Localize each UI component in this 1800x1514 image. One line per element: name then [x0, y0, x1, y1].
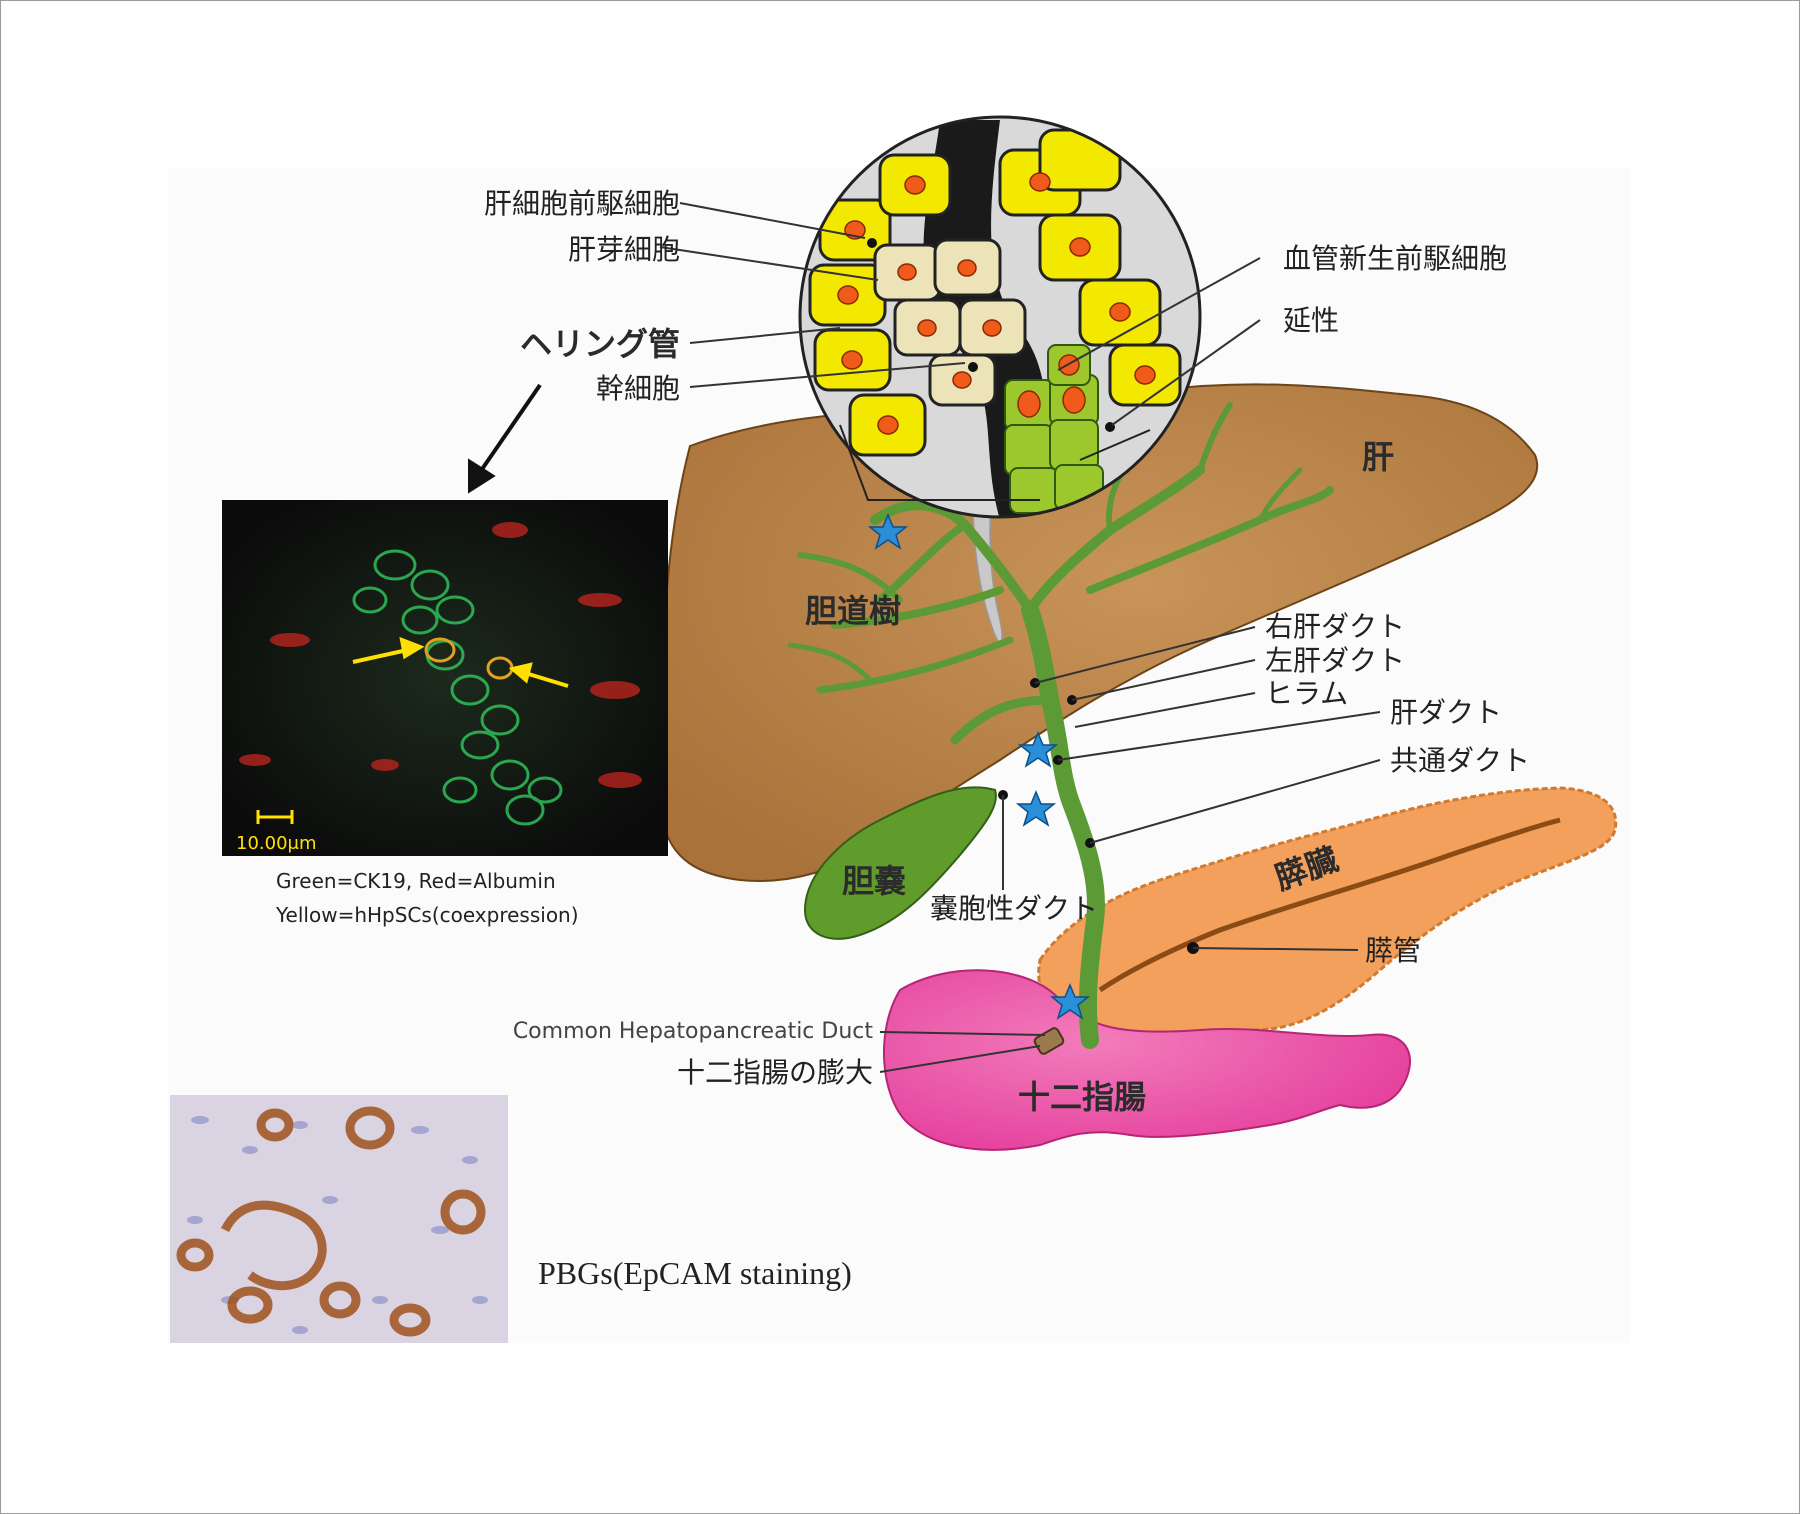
- label-common-duct: 共通ダクト: [1390, 744, 1530, 777]
- micrograph-caption-line2: Yellow=hHpSCs(coexpression): [275, 903, 579, 927]
- label-angiogenic-precursor: 血管新生前駆細胞: [1283, 242, 1507, 275]
- magnified-cell-view: [798, 115, 1202, 519]
- label-hepatocyte-precursor: 肝細胞前駆細胞: [484, 187, 680, 220]
- diagram-labels: 肝細胞前駆細胞 肝芽細胞 ヘリング管 幹細胞 血管新生前駆細胞 延性 肝 胆道樹…: [236, 187, 1530, 1291]
- label-cystic-duct: 嚢胞性ダクト: [930, 892, 1098, 925]
- label-right-hepatic-duct: 右肝ダクト: [1265, 610, 1405, 643]
- label-liver: 肝: [1362, 438, 1394, 476]
- label-duodenum: 十二指腸: [1018, 1078, 1146, 1116]
- ampulla-shape: [1033, 1027, 1065, 1055]
- label-ampulla: 十二指腸の膨大: [677, 1056, 873, 1089]
- fluorescence-micrograph: [222, 500, 668, 856]
- label-gallbladder: 胆嚢: [842, 862, 906, 900]
- arrow-down-left-icon: [468, 383, 542, 494]
- scale-bar-label: 10.00μm: [236, 833, 317, 854]
- micrograph-caption-line1: Green=CK19, Red=Albumin: [276, 869, 556, 893]
- ihc-micrograph: [170, 1095, 508, 1343]
- label-hepatic-duct: 肝ダクト: [1390, 696, 1502, 729]
- label-common-hepatopancreatic-duct: Common Hepatopancreatic Duct: [513, 1019, 874, 1044]
- gallbladder-shape: [803, 786, 997, 940]
- pbg-caption: PBGs(EpCAM staining): [538, 1255, 852, 1291]
- label-extension: 延性: [1283, 304, 1339, 337]
- leader-lines: [659, 202, 1381, 1073]
- label-hepatoblast: 肝芽細胞: [568, 233, 680, 266]
- pancreatic-duct-shape: [1098, 817, 1561, 993]
- star-icon: [867, 513, 1091, 1020]
- label-stem-cell: 幹細胞: [596, 372, 680, 405]
- label-canal-of-hering: ヘリング管: [520, 325, 680, 363]
- biliary-tree: [787, 402, 1334, 1049]
- label-left-hepatic-duct: 左肝ダクト: [1265, 644, 1405, 677]
- label-pancreatic-duct: 膵管: [1365, 934, 1421, 967]
- label-biliary-tree: 胆道樹: [805, 592, 901, 630]
- label-hilum: ヒラム: [1265, 677, 1348, 710]
- duodenum-shape: [883, 969, 1411, 1151]
